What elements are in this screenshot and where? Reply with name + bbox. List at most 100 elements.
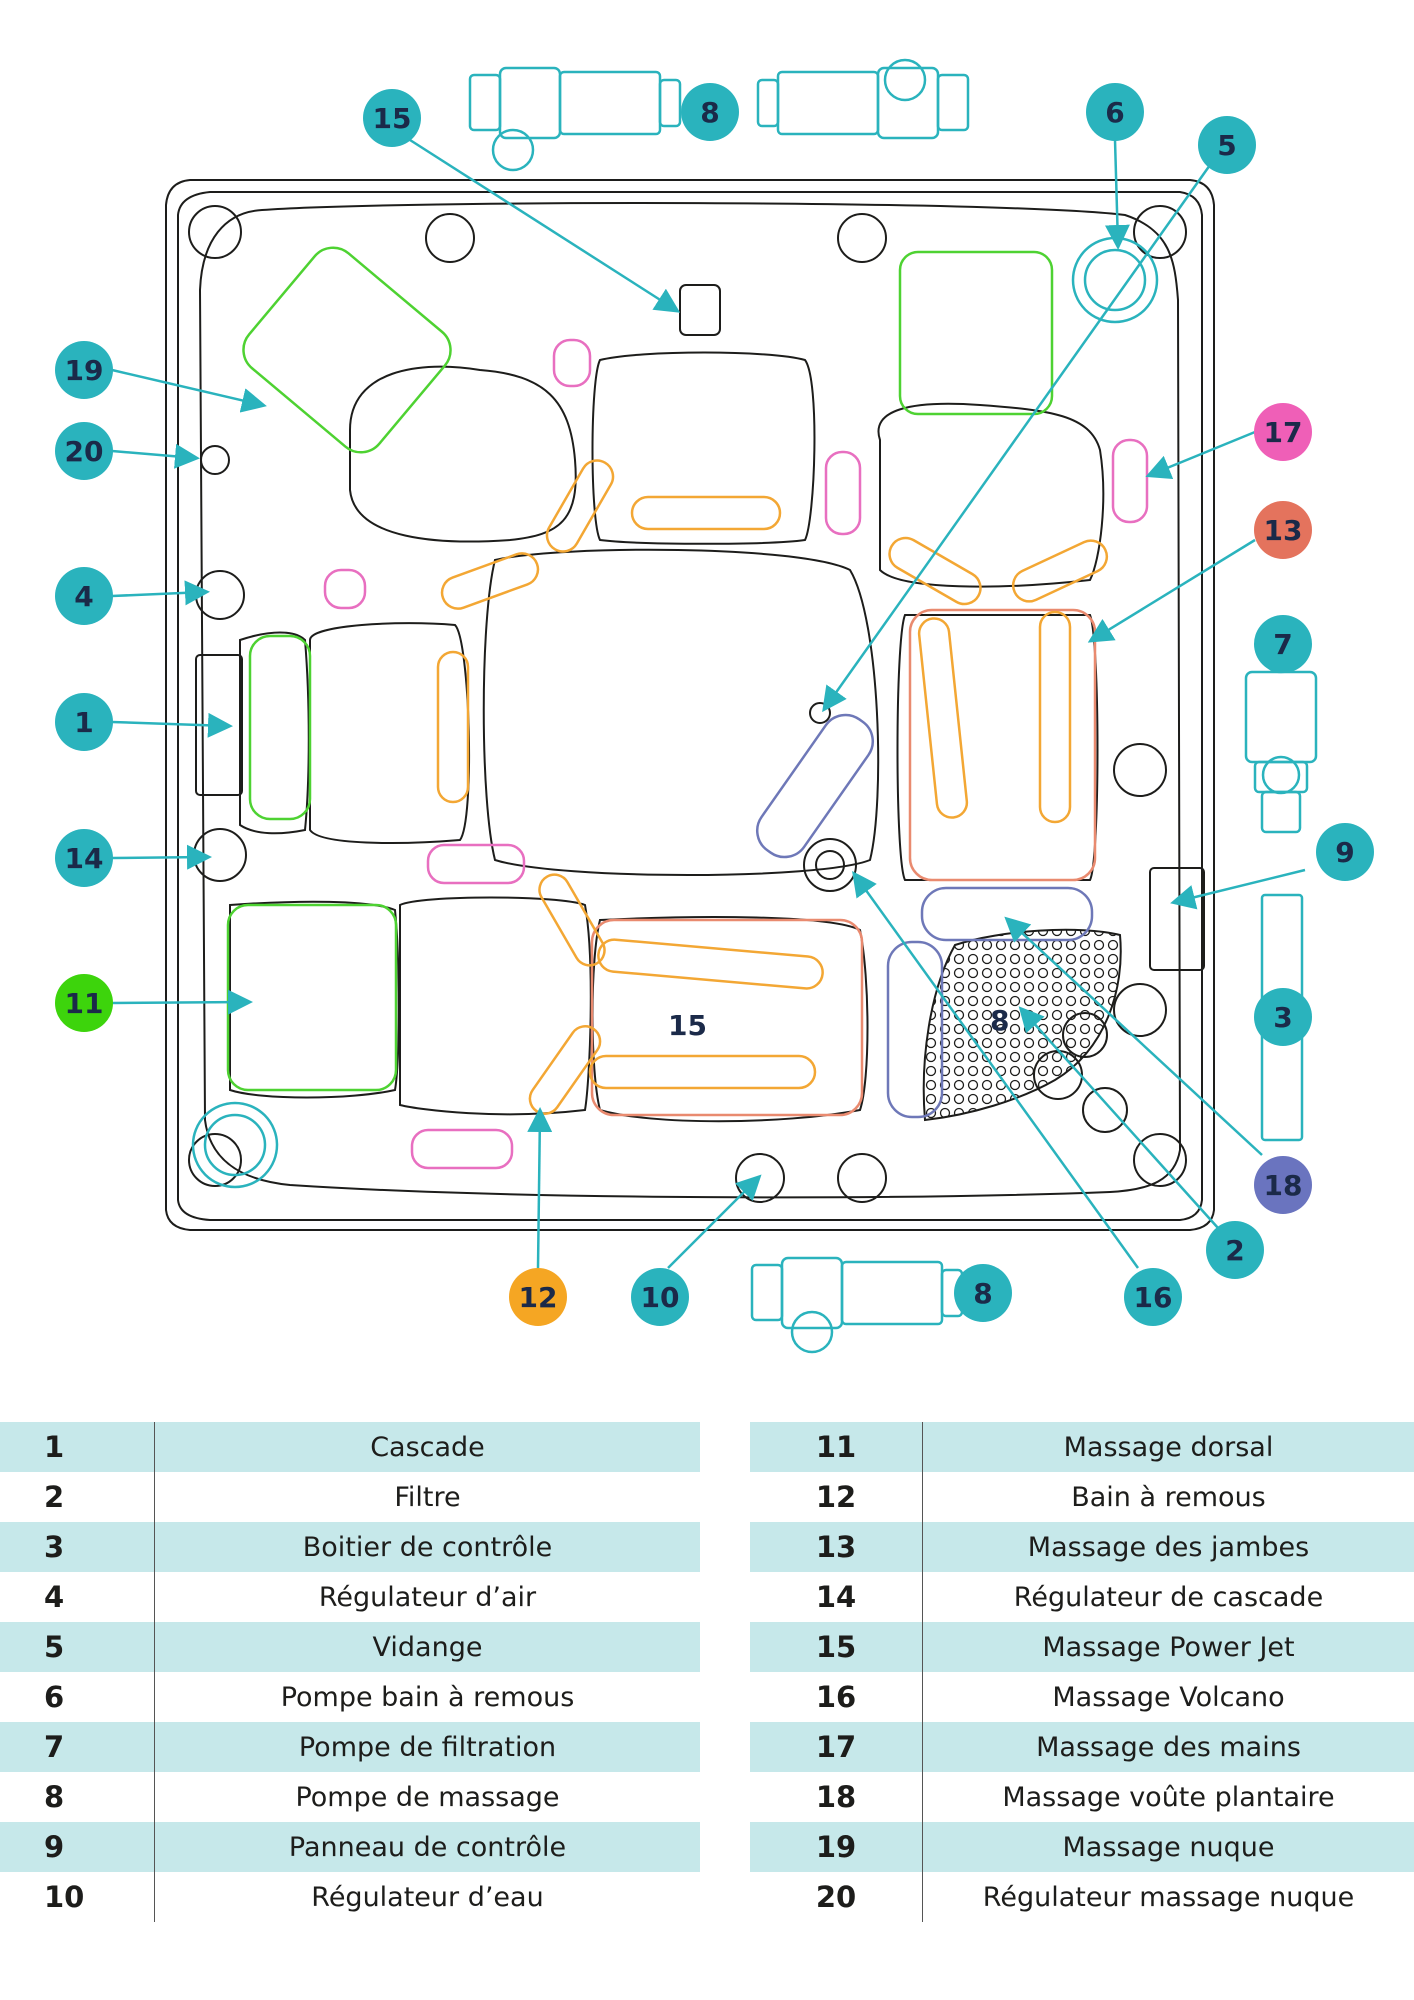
jet-group-hands-bottom2: [410, 1128, 514, 1170]
marker-3: 3: [1254, 988, 1312, 1046]
jet-group-volcano: [755, 713, 875, 859]
marker-circle: [1086, 83, 1144, 141]
marker-number: 9: [1335, 836, 1354, 869]
jet-group-back-massage-bottom: [226, 903, 398, 1092]
marker-4: 4: [55, 567, 113, 625]
legend-number: 15: [750, 1622, 923, 1672]
marker-circle: [1206, 1221, 1264, 1279]
legend-label: Régulateur d’air: [154, 1572, 700, 1622]
jet-group-whirlpool-a: [440, 552, 540, 610]
jet-group-hands-center: [824, 450, 862, 536]
marker-number: 3: [1273, 1001, 1292, 1034]
marker-20: 20: [55, 422, 113, 480]
marker-7: 7: [1254, 615, 1312, 673]
legend-number: 13: [750, 1522, 923, 1572]
marker-number: 11: [65, 987, 104, 1020]
legend-label: Vidange: [154, 1622, 700, 1672]
legend-label: Massage Power Jet: [922, 1622, 1414, 1672]
marker-12: 12: [509, 1268, 567, 1326]
inner-label-15: 15: [668, 1009, 707, 1042]
arrow-6: [1104, 139, 1130, 250]
marker-14: 14: [55, 829, 113, 887]
marker-circle: [954, 1264, 1012, 1322]
jet-group-whirlpool-e: [436, 650, 470, 804]
legend-number: 5: [0, 1622, 155, 1672]
arrow-16: [852, 870, 1140, 1269]
marker-8: 8: [681, 83, 739, 141]
arrow-10: [667, 1174, 762, 1269]
arrow-19: [111, 368, 267, 413]
marker-number: 2: [1225, 1234, 1244, 1267]
legend-label: Boitier de contrôle: [154, 1522, 700, 1572]
marker-number: 1: [74, 706, 93, 739]
legend-number: 16: [750, 1672, 923, 1722]
jet-group-foot-arch-vertical: [886, 940, 944, 1119]
jet-group-leg-col-2: [1038, 610, 1072, 824]
jet-group-hands-left: [323, 568, 367, 610]
jet-group-back-massage-left: [248, 634, 312, 821]
arrow-4: [111, 580, 210, 606]
jet-group-whirlpool-d: [1011, 539, 1109, 603]
arrow-9: [1170, 868, 1306, 910]
marker-5: 5: [1198, 116, 1256, 174]
massage-pump-top-left: [468, 66, 682, 172]
legend-number: 6: [0, 1672, 155, 1722]
arrow-12: [527, 1107, 553, 1269]
arrow-14: [111, 844, 212, 870]
arrow-18: [1004, 916, 1263, 1156]
marker-circle: [55, 422, 113, 480]
legend-number: 19: [750, 1822, 923, 1872]
marker-number: 8: [973, 1277, 992, 1310]
marker-number: 13: [1264, 514, 1303, 547]
legend-label: Massage Volcano: [922, 1672, 1414, 1722]
legend-label: Massage nuque: [922, 1822, 1414, 1872]
marker-number: 16: [1134, 1281, 1173, 1314]
marker-circle: [55, 567, 113, 625]
marker-circle: [1124, 1268, 1182, 1326]
marker-16: 16: [1124, 1268, 1182, 1326]
marker-11: 11: [55, 974, 113, 1032]
cascade-regulator-ring: [191, 1101, 279, 1189]
arrow-15: [409, 138, 681, 313]
legend-label: Pompe de filtration: [154, 1722, 700, 1772]
legend-number: 7: [0, 1722, 155, 1772]
legend-number: 3: [0, 1522, 155, 1572]
jet-group-whirlpool-c: [888, 536, 982, 606]
marker-number: 6: [1105, 96, 1124, 129]
marker-10: 10: [631, 1268, 689, 1326]
marker-circle: [363, 89, 421, 147]
jet-group-leg-massage-right: [908, 608, 1097, 882]
legend-number: 8: [0, 1772, 155, 1822]
marker-number: 18: [1264, 1169, 1303, 1202]
arrow-20: [111, 443, 200, 469]
arrow-1: [111, 712, 233, 738]
marker-9: 9: [1316, 823, 1374, 881]
marker-circle: [509, 1268, 567, 1326]
legend-number: 17: [750, 1722, 923, 1772]
jet-group-hands-bottom: [426, 843, 526, 885]
marker-2: 2: [1206, 1221, 1264, 1279]
marker-1: 1: [55, 693, 113, 751]
arrow-13: [1087, 538, 1256, 643]
legend-label: Massage voûte plantaire: [922, 1772, 1414, 1822]
legend-number: 2: [0, 1472, 155, 1522]
marker-circle: [55, 693, 113, 751]
marker-number: 15: [373, 102, 412, 135]
marker-15: 15: [363, 89, 421, 147]
marker-circle: [1254, 403, 1312, 461]
jet-group-whirlpool-b: [545, 459, 615, 553]
marker-circle: [55, 829, 113, 887]
